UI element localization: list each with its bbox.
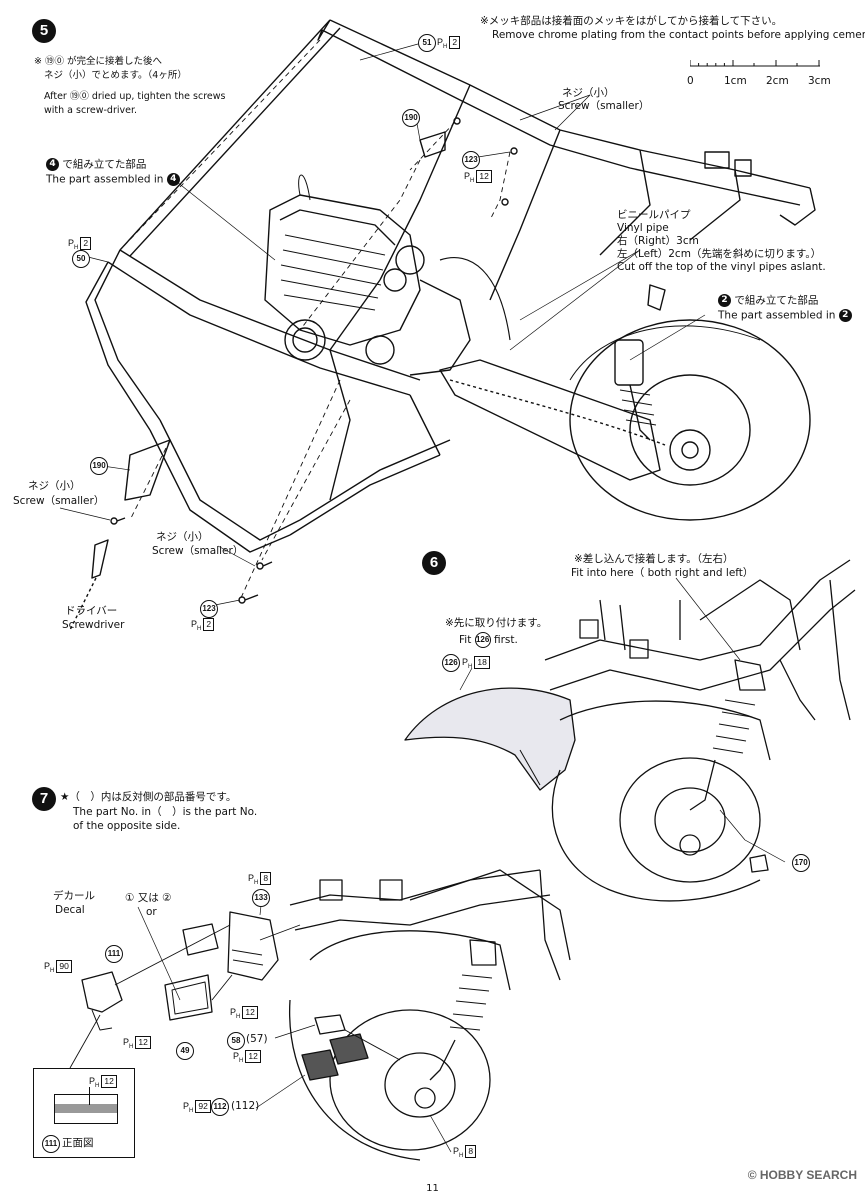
- assembled2-en: The part assembled in: [718, 309, 836, 322]
- step6-first-jp: ※先に取り付けます。: [445, 617, 548, 629]
- inset-label: 正面図: [62, 1137, 94, 1149]
- part-51-marker: 51: [418, 34, 436, 52]
- vinyl-right: 右（Right）3cm: [617, 235, 699, 247]
- step5-note-jp-1: ※ ⑲⓪ が完全に接着した後へ: [34, 56, 162, 67]
- copyright-logo-icon: ©: [747, 1168, 757, 1182]
- vinyl-en: Vinyl pipe: [617, 222, 669, 234]
- screw-small-en-bottom: Screw（smaller）: [152, 545, 244, 557]
- part-190a-marker: 190: [402, 109, 420, 127]
- vinyl-cut: Cut off the top of the vinyl pipes aslan…: [617, 261, 826, 273]
- step7-note-en-1: The part No. in（ ）is the part No.: [73, 806, 258, 818]
- assembled4-en-line: The part assembled in 4: [46, 173, 180, 187]
- inset-part-marker: 111: [42, 1135, 60, 1153]
- step6-first-en-post: first.: [494, 634, 518, 646]
- screw-small-jp-bottom: ネジ（小）: [156, 531, 209, 543]
- screw-small-en-top: Screw（smaller）: [558, 100, 650, 112]
- step5-note-en-2: with a screw-driver.: [44, 105, 138, 116]
- step5-note-en-1: After ⑲⓪ dried up, tighten the screws: [44, 91, 226, 102]
- part-123a-marker: 123: [462, 151, 480, 169]
- step6-fit-en: Fit into here（ both right and left）: [571, 567, 754, 579]
- decal-jp: デカール: [53, 890, 95, 902]
- step6-first-part-marker: 126: [474, 632, 491, 648]
- part-123b-marker: 123: [200, 600, 218, 618]
- screw-small-en-left: Screw（smaller）: [13, 495, 105, 507]
- step4-ref-icon-2: 4: [166, 173, 180, 186]
- step7-note-en-2: of the opposite side.: [73, 820, 181, 832]
- ruler-label-3: 3cm: [808, 75, 831, 87]
- inset-leader: [89, 1087, 90, 1105]
- vinyl-left: 左（Left）2cm（先端を斜めに切ります。）: [617, 248, 822, 260]
- ruler-label-0: 0: [687, 75, 694, 87]
- decal-en: Decal: [55, 904, 85, 916]
- screwdriver-en: Screwdriver: [62, 619, 125, 631]
- assembled4-jp: で組み立てた部品: [62, 158, 147, 171]
- step6-fit-jp: ※差し込んで接着します。（左右）: [574, 553, 734, 565]
- taillight-lens-band: [55, 1104, 117, 1113]
- part-49-marker: 49: [176, 1042, 194, 1060]
- step6-first-en-line: Fit 126 first.: [459, 632, 518, 648]
- ruler-label-2: 2cm: [766, 75, 789, 87]
- decal-choice-en: or: [146, 906, 157, 918]
- part-50-marker: 50: [72, 250, 90, 268]
- step2-ref-icon: 2: [718, 294, 731, 307]
- chrome-note-en: Remove chrome plating from the contact p…: [492, 29, 865, 41]
- part-57-label: (57): [246, 1033, 268, 1045]
- screw-small-jp-top: ネジ（小）: [562, 87, 615, 99]
- assembled2-en-line: The part assembled in 2: [718, 309, 852, 323]
- step2-ref-icon-2: 2: [838, 309, 852, 322]
- part-58-marker: 58: [227, 1032, 245, 1050]
- part-190b-marker: 190: [90, 457, 108, 475]
- ruler-label-1: 1cm: [724, 75, 747, 87]
- watermark: © HOBBY SEARCH: [747, 1168, 857, 1182]
- page-number: 11: [426, 1183, 439, 1194]
- decal-choice-jp: ① 又は ②: [125, 892, 172, 904]
- chrome-note-jp: ※メッキ部品は接着面のメッキをはがしてから接着して下さい。: [480, 15, 783, 27]
- part-170-marker: 170: [792, 854, 810, 872]
- part-133-marker: 133: [252, 889, 270, 907]
- assembled4-en: The part assembled in: [46, 173, 164, 186]
- part-126-marker: 126: [442, 654, 460, 672]
- assembled2-jp: で組み立てた部品: [734, 294, 819, 307]
- step5-badge: 5: [32, 19, 56, 43]
- step7-badge: 7: [32, 787, 56, 811]
- part-111-marker: 111: [105, 945, 123, 963]
- vinyl-jp: ビニールパイプ: [617, 209, 691, 221]
- assembled4-jp-line: 4 で組み立てた部品: [46, 158, 146, 172]
- step4-ref-icon: 4: [46, 158, 59, 171]
- screwdriver-jp: ドライバー: [65, 605, 118, 617]
- step6-badge: 6: [422, 551, 446, 575]
- step5-note-jp-2: ネジ（小）でとめます。（4ヶ所）: [44, 70, 187, 81]
- assembled2-jp-line: 2 で組み立てた部品: [718, 294, 818, 308]
- part-112b-label: (112): [231, 1100, 260, 1112]
- taillight-front-shape: [54, 1094, 118, 1124]
- step6-first-en-pre: Fit: [459, 634, 472, 646]
- scale-ruler: 0 1cm 2cm 3cm: [687, 60, 831, 87]
- step7-note-jp: ★（ ）内は反対側の部品番号です。: [60, 791, 237, 803]
- part-112-marker: 112: [211, 1098, 229, 1116]
- screw-small-jp-left: ネジ（小）: [28, 480, 81, 492]
